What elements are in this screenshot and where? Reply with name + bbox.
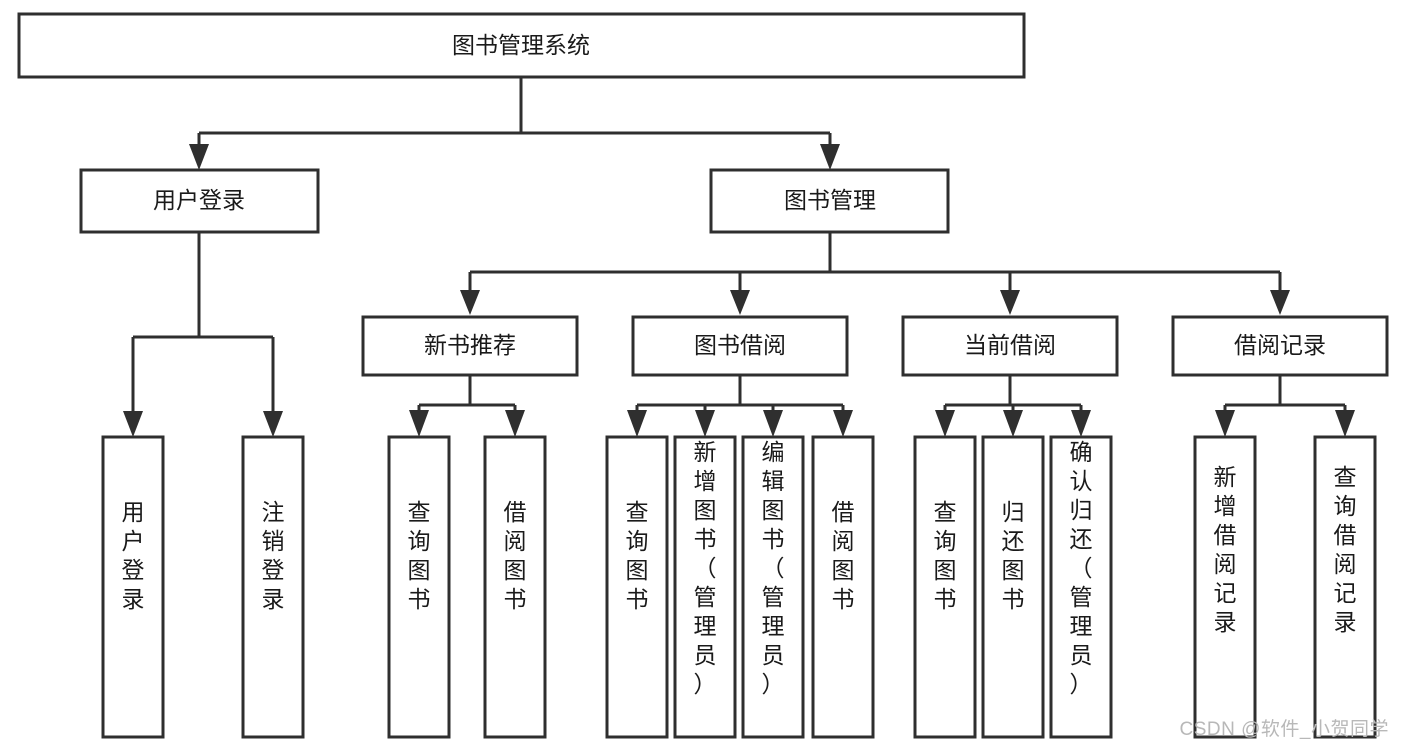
node-leaf11[interactable]: 确认归还（管理员） [1049, 435, 1113, 739]
node-leaf5-label: 查询图书 [626, 499, 649, 612]
node-leaf6-box[interactable] [673, 435, 737, 739]
node-leaf1-label: 用户登录 [122, 499, 145, 612]
node-leaf7-label: 编辑图书（管理员） [762, 439, 785, 697]
node-leaf8[interactable]: 借阅图书 [811, 435, 875, 739]
node-leaf6[interactable]: 新增图书（管理员） [673, 435, 737, 739]
node-leaf3-label: 查询图书 [408, 499, 431, 612]
arrowhead-record [1270, 290, 1290, 315]
arrowhead-leaf7 [763, 410, 783, 437]
node-leaf12-box[interactable] [1193, 435, 1257, 739]
node-borrow-box[interactable] [631, 315, 849, 377]
node-leaf7-box[interactable] [741, 435, 805, 739]
node-leaf4[interactable]: 借阅图书 [483, 435, 547, 739]
node-leaf4-box[interactable] [483, 435, 547, 739]
node-login[interactable]: 用户登录 [79, 168, 320, 234]
node-current-label: 当前借阅 [964, 332, 1056, 358]
arrowhead-leaf9 [935, 410, 955, 437]
arrowhead-leaf12 [1215, 410, 1235, 437]
node-root[interactable]: 图书管理系统 [17, 12, 1026, 79]
node-login-box[interactable] [79, 168, 320, 234]
node-leaf4-label: 借阅图书 [504, 499, 527, 612]
arrowhead-leaf8 [833, 410, 853, 437]
node-newbook[interactable]: 新书推荐 [361, 315, 579, 377]
node-leaf10-label: 归还图书 [1002, 499, 1025, 612]
node-current[interactable]: 当前借阅 [901, 315, 1119, 377]
arrowhead-leaf2 [263, 411, 283, 437]
node-leaf9-box[interactable] [913, 435, 977, 739]
arrowhead-borrow [730, 290, 750, 315]
node-newbook-box[interactable] [361, 315, 579, 377]
arrowhead-leaf13 [1335, 410, 1355, 437]
node-leaf12-label: 新增借阅记录 [1214, 464, 1237, 635]
node-record[interactable]: 借阅记录 [1171, 315, 1389, 377]
node-leaf5-box[interactable] [605, 435, 669, 739]
node-borrow[interactable]: 图书借阅 [631, 315, 849, 377]
node-bookmgmt-box[interactable] [709, 168, 950, 234]
node-leaf12[interactable]: 新增借阅记录 [1193, 435, 1257, 739]
node-leaf1-box[interactable] [101, 435, 165, 739]
arrowhead-bookmgmt [820, 144, 840, 170]
node-leaf2-box[interactable] [241, 435, 305, 739]
node-leaf2[interactable]: 注销登录 [241, 435, 305, 739]
node-leaf11-label: 确认归还（管理员） [1070, 439, 1093, 697]
arrowhead-leaf3 [409, 410, 429, 437]
arrowhead-leaf1 [123, 411, 143, 437]
node-leaf10-box[interactable] [981, 435, 1045, 739]
node-leaf3[interactable]: 查询图书 [387, 435, 451, 739]
arrowhead-leaf5 [627, 410, 647, 437]
arrowhead-current [1000, 290, 1020, 315]
node-leaf10[interactable]: 归还图书 [981, 435, 1045, 739]
node-root-box[interactable] [17, 12, 1026, 79]
node-leaf2-label: 注销登录 [262, 499, 285, 612]
node-root-label: 图书管理系统 [452, 32, 590, 58]
arrowhead-newbook [460, 290, 480, 315]
node-leaf13-label: 查询借阅记录 [1334, 464, 1357, 635]
arrowhead-login [189, 144, 209, 170]
node-current-box[interactable] [901, 315, 1119, 377]
node-leaf5[interactable]: 查询图书 [605, 435, 669, 739]
node-leaf11-box[interactable] [1049, 435, 1113, 739]
arrowhead-leaf6 [695, 410, 715, 437]
node-borrow-label: 图书借阅 [694, 332, 786, 358]
node-leaf3-box[interactable] [387, 435, 451, 739]
node-bookmgmt[interactable]: 图书管理 [709, 168, 950, 234]
node-login-label: 用户登录 [153, 187, 245, 213]
connector-group [123, 77, 1355, 437]
node-record-box[interactable] [1171, 315, 1389, 377]
node-leaf8-box[interactable] [811, 435, 875, 739]
node-leaf8-label: 借阅图书 [832, 499, 855, 612]
arrowhead-leaf4 [505, 410, 525, 437]
node-record-label: 借阅记录 [1234, 332, 1326, 358]
node-leaf1[interactable]: 用户登录 [101, 435, 165, 739]
node-newbook-label: 新书推荐 [424, 332, 516, 358]
arrowhead-leaf10 [1003, 410, 1023, 437]
node-leaf9-label: 查询图书 [934, 499, 957, 612]
arrowhead-leaf11 [1071, 410, 1091, 437]
node-leaf13-box[interactable] [1313, 435, 1377, 739]
node-leaf13[interactable]: 查询借阅记录 [1313, 435, 1377, 739]
node-bookmgmt-label: 图书管理 [784, 187, 876, 213]
node-leaf7[interactable]: 编辑图书（管理员） [741, 435, 805, 739]
node-leaf6-label: 新增图书（管理员） [694, 439, 717, 697]
node-leaf9[interactable]: 查询图书 [913, 435, 977, 739]
